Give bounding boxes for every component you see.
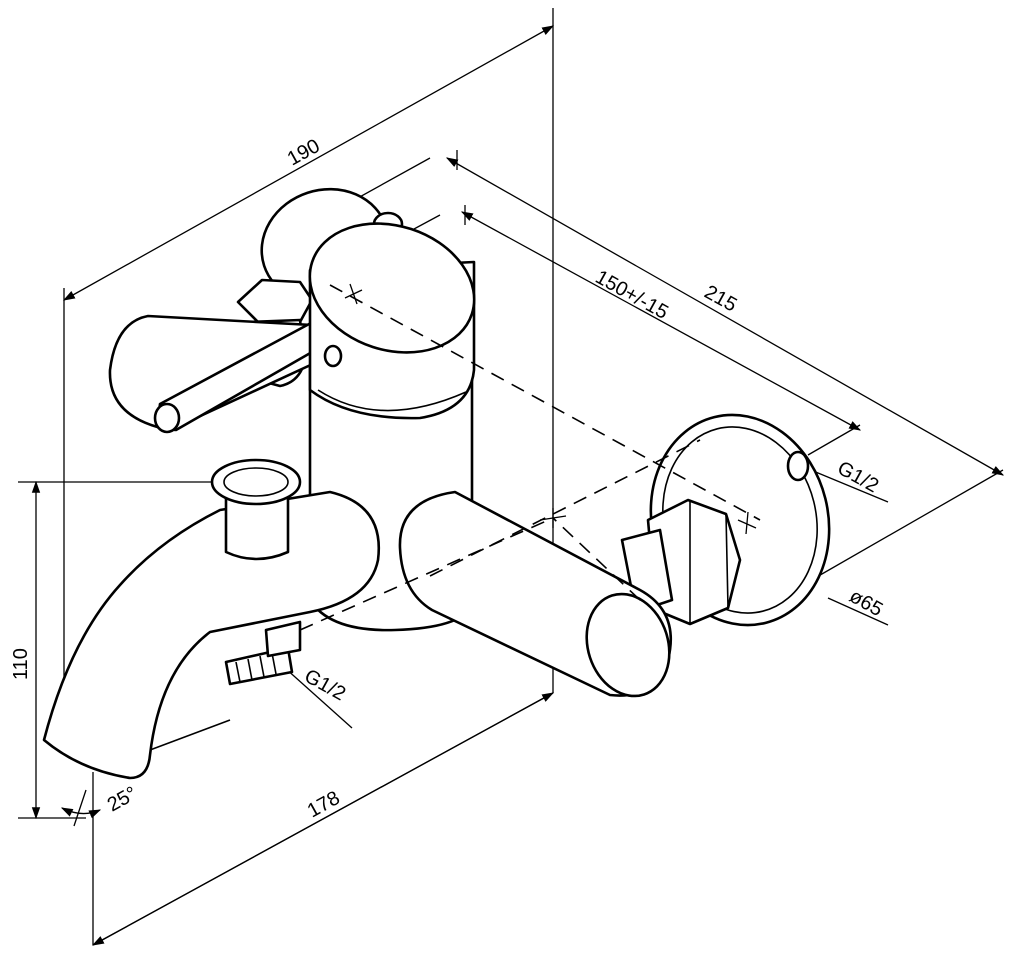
callout-g12-wall-label: G1/2 xyxy=(834,457,883,497)
lever-handle[interactable] xyxy=(108,314,342,434)
callout-g12-outlet: G1/2 xyxy=(284,665,353,729)
callout-diameter-65: ø65 xyxy=(827,585,889,626)
spout xyxy=(42,490,381,780)
dimension-150-label: 150+/-15 xyxy=(592,266,672,324)
dimension-110-label: 110 xyxy=(10,648,32,680)
dimension-150: 150+/-15 xyxy=(460,211,862,431)
diverter-knob xyxy=(210,458,302,561)
dimension-215-label: 215 xyxy=(701,281,741,316)
dimension-angle-25-label: 25° xyxy=(104,782,141,816)
outlet-thread xyxy=(224,620,302,686)
dimension-angle-25: 25° xyxy=(60,782,141,827)
right-arm xyxy=(398,490,673,698)
cartridge-cap xyxy=(308,222,476,420)
dimension-178-label: 178 xyxy=(304,787,344,822)
callout-g12-outlet-label: G1/2 xyxy=(301,665,350,705)
center-marks xyxy=(344,283,757,535)
dimension-178: 178 xyxy=(91,692,555,946)
dimension-110: 110 xyxy=(10,480,41,820)
dimension-190-label: 190 xyxy=(284,135,324,170)
hidden-lines xyxy=(299,284,761,631)
